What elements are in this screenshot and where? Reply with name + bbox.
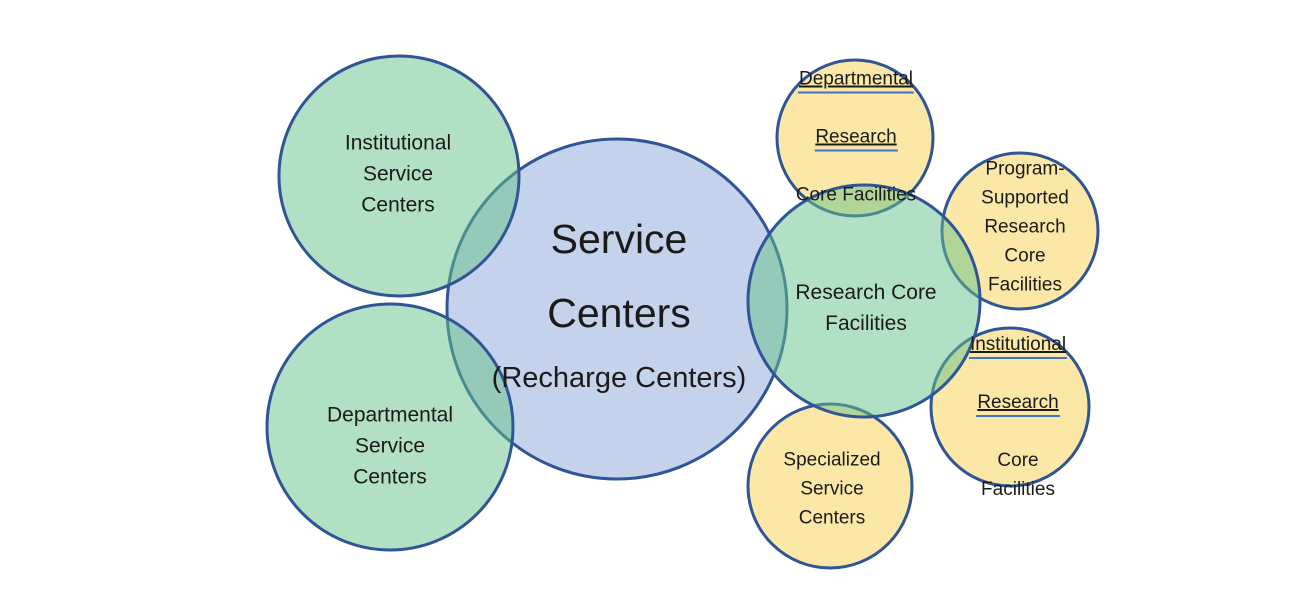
institutional-research-rest: Core Facilities — [981, 450, 1055, 500]
institutional-research-underlined-line2: Research — [969, 388, 1067, 417]
label-specialized-service: Specialized Service Centers — [783, 449, 881, 529]
label-institutional-service: Institutional Service Centers — [344, 131, 452, 217]
circle-institutional-service — [277, 54, 521, 298]
underlined-link-text: Departmental — [797, 68, 915, 94]
label-program-supported-research-core: Program- Supported Research Core Facilit… — [981, 158, 1069, 296]
departmental-research-underlined-line1: Departmental — [796, 65, 916, 94]
label-research-core-facilities: Research Core Facilities — [795, 281, 937, 335]
circle-institutional-research-core — [929, 326, 1091, 488]
underlined-link-text: Research — [814, 126, 898, 152]
circle-research-core-facilities — [746, 183, 982, 419]
service-centers-line2: Centers — [547, 290, 691, 336]
label-service-centers: Service Centers (Recharge Centers) — [492, 193, 747, 415]
departmental-research-rest: Core Facilities — [795, 184, 917, 206]
label-institutional-research-core: Institutional Research Core Facilities — [968, 301, 1068, 533]
label-departmental-service: Departmental Service Centers — [326, 403, 454, 489]
underlined-link-text: Research — [976, 392, 1060, 417]
circle-departmental-service — [265, 302, 515, 552]
label-departmental-research-core: Departmental Research Core Facilities — [796, 36, 916, 239]
departmental-research-underlined-line2: Research — [796, 123, 916, 152]
institutional-research-underlined-line1: Institutional — [968, 330, 1068, 359]
underlined-link-text: Institutional — [968, 334, 1068, 359]
service-centers-line1: Service — [550, 216, 688, 262]
service-centers-subtitle: (Recharge Centers) — [491, 362, 747, 394]
